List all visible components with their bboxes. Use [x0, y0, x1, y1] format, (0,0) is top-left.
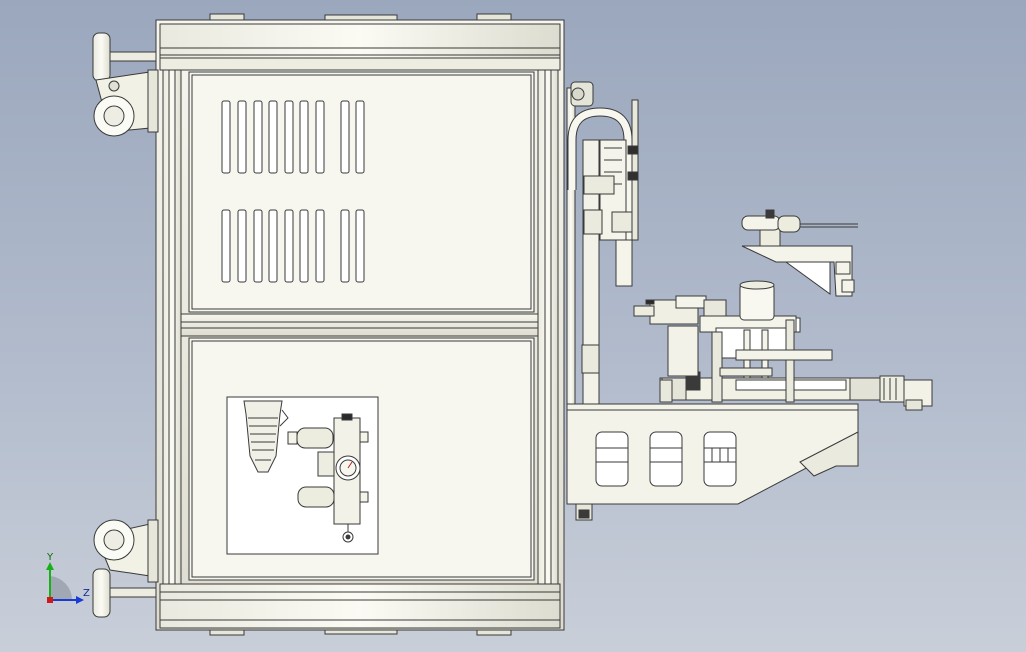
y-axis-label: Y: [47, 552, 54, 563]
vent-slots-lower: [221, 209, 365, 283]
x-axis-marker: [47, 597, 53, 603]
caster-bottom[interactable]: [92, 519, 159, 618]
camera-bracket[interactable]: [741, 209, 858, 297]
axis-triad: [46, 562, 84, 604]
base-cutouts: [595, 431, 737, 487]
z-axis-label: Z: [83, 588, 90, 599]
pick-head-assembly[interactable]: [633, 280, 833, 403]
caster-top[interactable]: [92, 32, 159, 137]
vent-slots-upper: [221, 100, 365, 174]
air-filter-regulator-unit[interactable]: [226, 396, 379, 555]
z-slide-assembly[interactable]: [583, 99, 639, 287]
